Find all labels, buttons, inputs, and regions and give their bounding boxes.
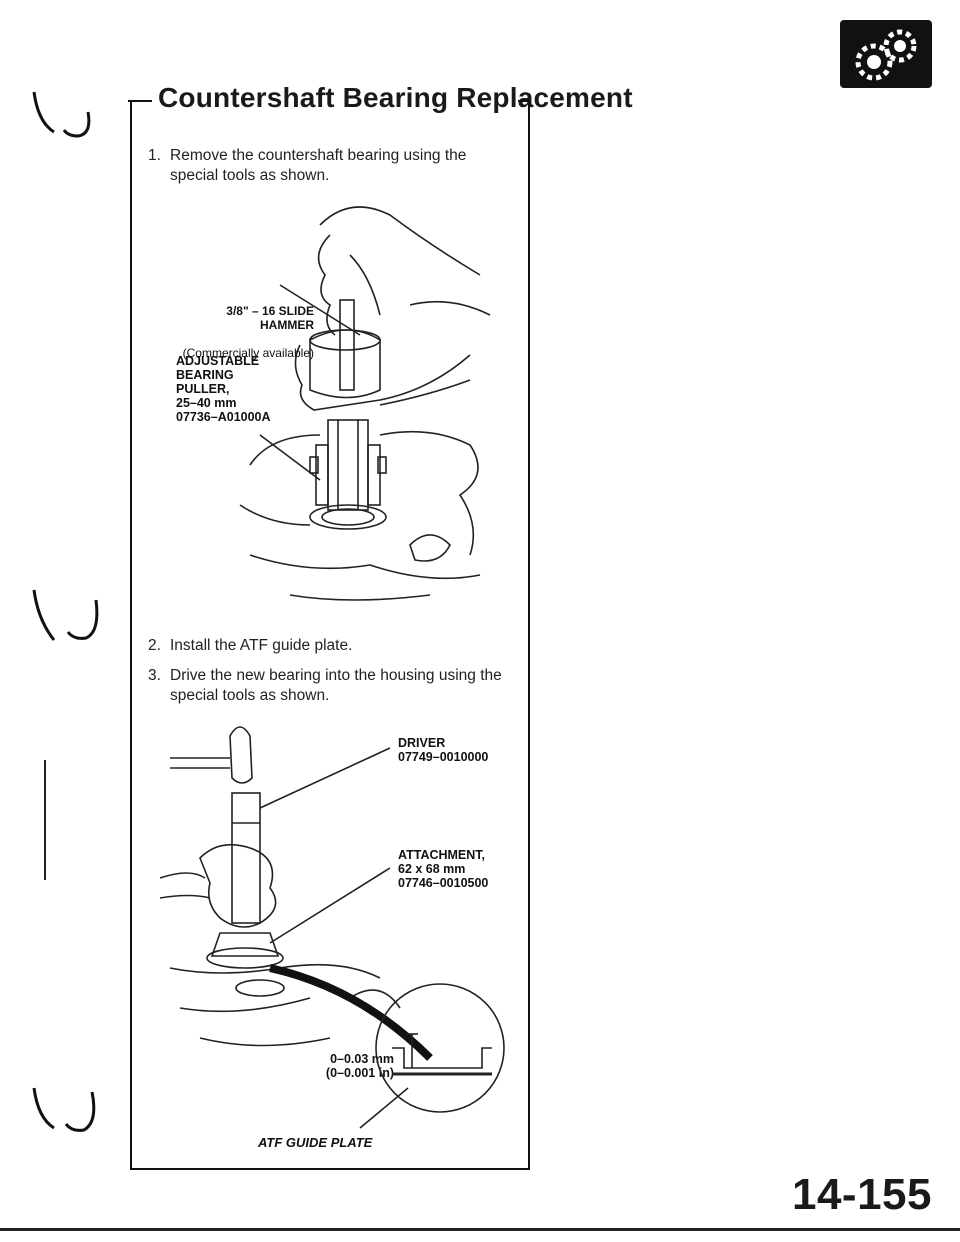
transmission-housing [239,430,481,601]
step-text: Install the ATF guide plate. [170,637,353,654]
slide-hammer-label: 3/8" – 16 SLIDE HAMMER (Commercially ava… [174,290,314,360]
guide-plate-label: ATF GUIDE PLATE [258,1135,373,1150]
driver-shaft [231,792,261,924]
mallet-head [229,726,253,784]
attachment-label: ATTACHMENT, 62 x 68 mm 07746–0010500 [398,848,489,890]
bottom-rule [0,1228,960,1231]
step-3: 3. Drive the new bearing into the housin… [148,666,518,710]
title-rule-right [518,100,530,102]
upper-hand [317,206,481,336]
step-2: 2. Install the ATF guide plate. [148,636,518,658]
slide-hammer-note: (Commercially available) [182,346,314,360]
step-number: 3. [148,667,161,684]
bearing-installation-illustration [160,726,505,1129]
slide-hammer-weight [309,329,381,399]
lower-hand [294,344,471,411]
hand-holding-driver [199,843,277,928]
driver-label: DRIVER 07749–0010000 [398,736,489,764]
page-title: Countershaft Bearing Replacement [158,82,633,113]
margin-mark [32,91,91,138]
step-1: 1. Remove the countershaft bearing using… [148,146,518,190]
slide-hammer-shaft [339,299,355,391]
transmission-gears-icon [840,20,932,88]
step-text: Remove the countershaft bearing using th… [170,147,467,184]
slide-hammer-name: 3/8" – 16 SLIDE HAMMER [226,304,314,332]
detail-magnifier [375,983,505,1113]
margin-mark [32,1087,96,1132]
step-number: 2. [148,637,161,654]
procedure-frame [130,100,530,1170]
page-number: 14-155 [791,1170,932,1219]
guide-plate [269,964,433,1061]
bearing-removal-illustration [239,206,491,601]
attachment [210,932,280,957]
binder-line [44,760,46,880]
step-number: 1. [148,147,161,164]
margin-mark [32,589,99,641]
transmission-housing [169,963,381,1047]
title-rule-left [128,100,152,102]
step-text: Drive the new bearing into the housing u… [170,667,502,704]
puller-label: ADJUSTABLE BEARING PULLER, 25–40 mm 0773… [176,354,271,424]
bearing-puller [327,419,369,511]
